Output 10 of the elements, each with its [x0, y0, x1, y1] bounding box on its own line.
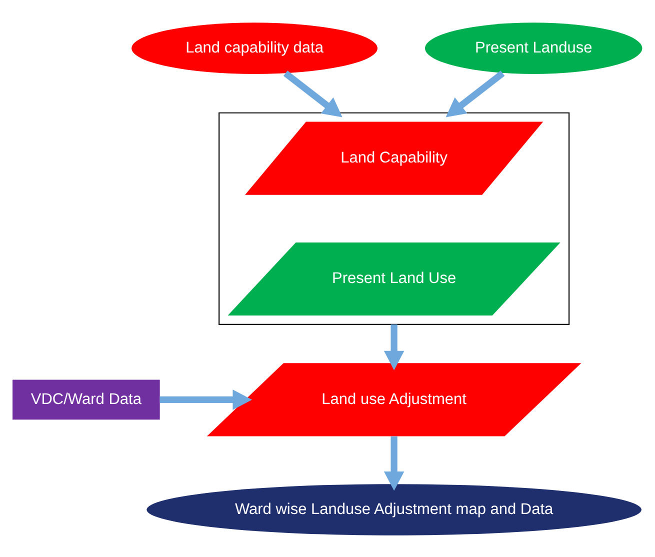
- node-ellipse: Present Landuse: [424, 22, 642, 74]
- arrow: [384, 436, 404, 490]
- node-ellipse: Ward wise Landuse Adjustment map and Data: [146, 484, 642, 535]
- arrow: [446, 70, 505, 117]
- node-ellipse: Land capability data: [132, 22, 378, 74]
- arrow: [160, 389, 252, 410]
- node-box: VDC/Ward Data: [12, 379, 160, 420]
- arrow: [384, 324, 404, 370]
- cluster: [218, 112, 570, 324]
- arrow: [283, 70, 342, 117]
